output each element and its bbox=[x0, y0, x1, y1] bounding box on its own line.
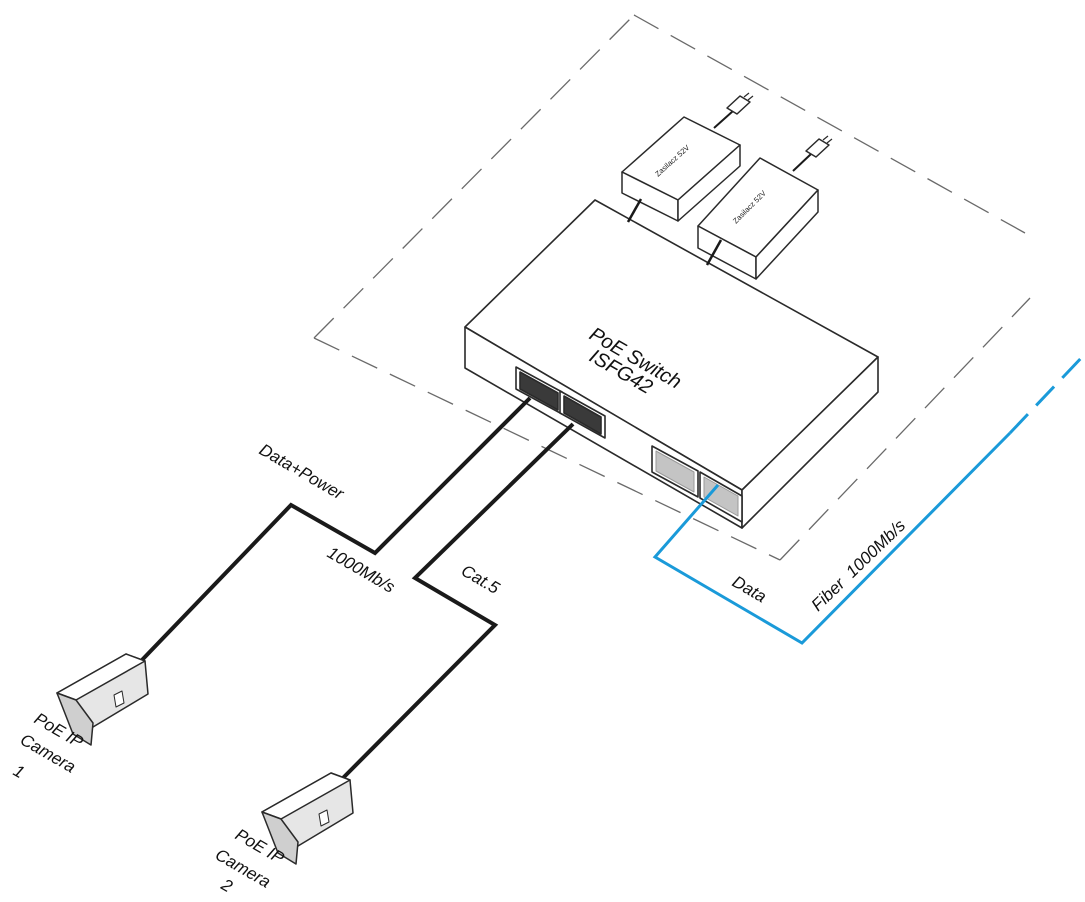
psu2-plug bbox=[805, 138, 830, 158]
psu1-dc-cable bbox=[626, 198, 643, 223]
fiber-speed-label: Fiber 1000Mb/s bbox=[808, 516, 910, 615]
camera-2 bbox=[261, 772, 354, 865]
psu1-ac-cord bbox=[713, 110, 734, 129]
copper-cables bbox=[140, 396, 575, 783]
power-supply-1 bbox=[621, 92, 754, 223]
data-power-label: Data+Power bbox=[256, 440, 348, 504]
psu2-plug-pin bbox=[822, 135, 829, 141]
camera1-mount bbox=[113, 690, 125, 708]
enclosure-top-left-edge bbox=[313, 14, 635, 339]
camera2-mount bbox=[318, 809, 330, 827]
rj45-port-1 bbox=[515, 366, 563, 415]
psu2-dc-cable bbox=[705, 239, 723, 266]
enclosure-bottom-right-edge bbox=[779, 297, 1031, 561]
fiber-cable bbox=[652, 352, 1085, 645]
camera1-lens-face bbox=[56, 692, 94, 746]
psu1-side bbox=[677, 144, 741, 222]
sfp-port-1 bbox=[651, 445, 699, 498]
psu1-plug-pin bbox=[747, 95, 754, 101]
psu2-plug-pin bbox=[826, 138, 833, 144]
rj45-port-2 bbox=[559, 390, 606, 439]
psu1-plug bbox=[726, 95, 751, 115]
camera-1 bbox=[56, 653, 149, 746]
cable-type-label: Cat.5 bbox=[458, 561, 503, 598]
psu2-ac-cord bbox=[792, 153, 812, 172]
camera1-label-line3: 1 bbox=[10, 761, 28, 782]
camera2-label-line3: 2 bbox=[217, 875, 236, 897]
psu1-plug-pin bbox=[743, 92, 750, 98]
psu2-side bbox=[755, 189, 819, 280]
power-supply-2 bbox=[697, 135, 833, 280]
poe-switch bbox=[464, 199, 879, 529]
speed-label: 1000Mb/s bbox=[324, 543, 399, 597]
fiber-data-label: Data bbox=[729, 572, 770, 606]
sfp-port-2 bbox=[699, 471, 743, 523]
enclosure-top-right-edge bbox=[633, 14, 1026, 234]
fiber-cable-solid bbox=[652, 431, 1012, 645]
cable-camera-2 bbox=[338, 422, 575, 783]
fiber-cable-dashed bbox=[1008, 352, 1085, 435]
cable-camera-1 bbox=[140, 396, 532, 662]
camera2-lens-face bbox=[261, 811, 299, 865]
